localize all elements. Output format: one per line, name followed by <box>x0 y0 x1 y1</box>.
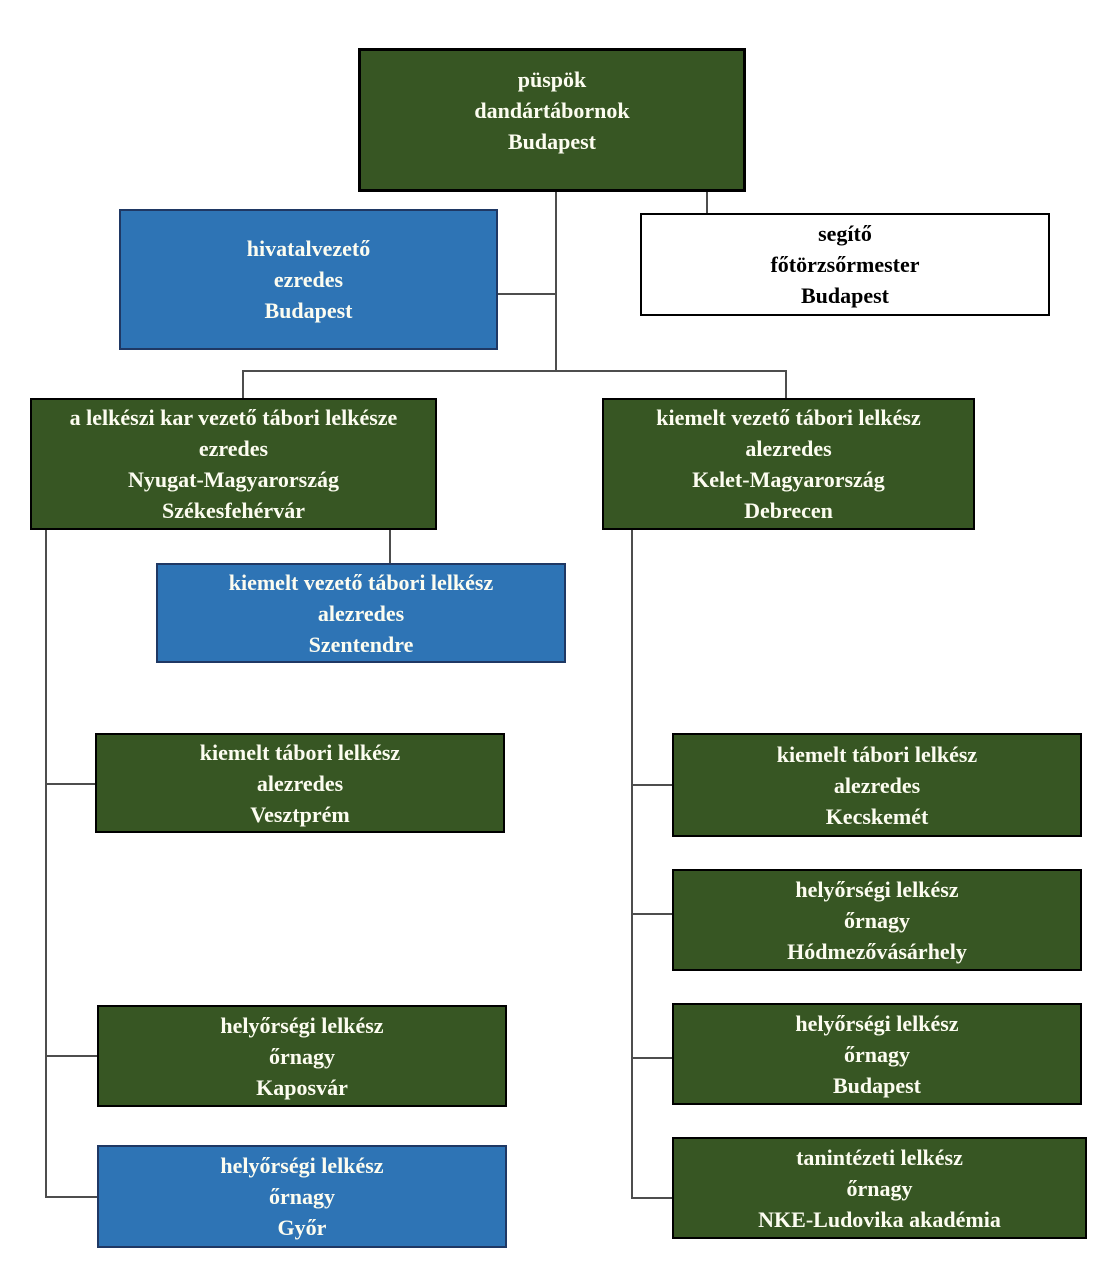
node-location: Győr <box>277 1215 327 1240</box>
connector-left-spine-vertical <box>45 530 47 1198</box>
node-location: Budapest <box>800 283 890 308</box>
node-title: helyőrségi lelkész <box>220 1153 384 1178</box>
connector-szentendre-vertical <box>389 530 391 563</box>
org-node-kelet-magyarorszag: kiemelt vezető tábori lelkész alezredes … <box>602 398 975 530</box>
node-location: Budapest <box>264 298 353 323</box>
node-rank: ezredes <box>273 267 344 292</box>
connector-left-branch-drop <box>242 370 244 398</box>
node-rank: őrnagy <box>269 1043 335 1069</box>
node-title: kiemelt tábori lelkész <box>776 741 978 767</box>
node-title: hivatalvezető <box>246 236 371 261</box>
node-title: tanintézeti lelkész <box>796 1144 963 1170</box>
connector-hivatalvezeto-horizontal <box>498 293 556 295</box>
node-title: helyőrségi lelkész <box>795 876 959 902</box>
connector-top-center-vertical <box>555 192 557 372</box>
node-title: a lelkészi kar vezető tábori lelkésze <box>69 405 398 430</box>
node-rank: alezredes <box>745 436 832 461</box>
node-location: Debrecen <box>744 498 833 523</box>
org-node-hivatalvezeto: hivatalvezető ezredes Budapest <box>119 209 498 350</box>
org-node-lelkeszi-kar: a lelkészi kar vezető tábori lelkésze ez… <box>30 398 437 530</box>
org-node-kaposvar: helyőrségi lelkész őrnagy Kaposvár <box>97 1005 507 1107</box>
node-rank: őrnagy <box>844 1041 910 1067</box>
connector-nke-horizontal <box>631 1197 672 1199</box>
node-rank: ezredes <box>198 436 269 461</box>
connector-budapest-horizontal <box>631 1057 672 1059</box>
node-title: segítő <box>818 221 872 246</box>
org-node-vesztprem: kiemelt tábori lelkész alezredes Vesztpr… <box>95 733 505 833</box>
connector-kecskemet-horizontal <box>631 784 672 786</box>
node-title: kiemelt vezető tábori lelkész <box>228 569 494 595</box>
org-node-gyor: helyőrségi lelkész őrnagy Győr <box>97 1145 507 1248</box>
node-location: Budapest <box>832 1072 922 1098</box>
connector-gyor-horizontal <box>45 1196 97 1198</box>
node-location: Kecskemét <box>825 803 929 829</box>
connector-right-branch-drop <box>785 370 787 398</box>
node-location: Szentendre <box>308 631 414 657</box>
connector-vesztprem-horizontal <box>45 783 95 785</box>
node-rank: főtörzsőrmester <box>770 252 920 277</box>
node-rank: őrnagy <box>844 907 910 933</box>
node-location: Hódmezővásárhely <box>787 938 967 964</box>
node-rank: alezredes <box>833 772 921 798</box>
node-title: kiemelt tábori lelkész <box>199 739 401 765</box>
node-title: kiemelt vezető tábori lelkész <box>656 405 921 430</box>
org-node-puspok: püspök dandártábornok Budapest <box>358 48 746 192</box>
node-location: Vesztprém <box>250 801 350 827</box>
node-rank: őrnagy <box>846 1175 913 1201</box>
org-node-szentendre: kiemelt vezető tábori lelkész alezredes … <box>156 563 566 663</box>
node-region: Kelet-Magyarország <box>692 467 885 492</box>
org-node-nke-ludovika: tanintézeti lelkész őrnagy NKE-Ludovika … <box>672 1137 1087 1239</box>
org-node-budapest-helyorsegi: helyőrségi lelkész őrnagy Budapest <box>672 1003 1082 1105</box>
connector-right-spine-vertical <box>631 530 633 1198</box>
node-rank: alezredes <box>317 600 405 626</box>
node-location: Budapest <box>507 129 597 154</box>
node-location: Kaposvár <box>256 1074 348 1100</box>
org-node-segito: segítő főtörzsőrmester Budapest <box>640 213 1050 316</box>
node-title: püspök <box>517 67 587 92</box>
connector-kaposvar-horizontal <box>45 1055 97 1057</box>
node-rank: alezredes <box>256 770 344 796</box>
node-region: Nyugat-Magyarország <box>128 467 339 492</box>
org-node-kecskemet: kiemelt tábori lelkész alezredes Kecskem… <box>672 733 1082 837</box>
node-location: Székesfehérvár <box>162 498 305 523</box>
connector-segito-vertical <box>706 192 708 215</box>
node-rank: dandártábornok <box>474 98 630 123</box>
node-rank: őrnagy <box>269 1184 335 1209</box>
node-title: helyőrségi lelkész <box>220 1012 384 1038</box>
node-location: NKE-Ludovika akadémia <box>758 1206 1001 1232</box>
org-node-hodmezovasarhely: helyőrségi lelkész őrnagy Hódmezővásárhe… <box>672 869 1082 971</box>
connector-branch-split-horizontal <box>242 370 787 372</box>
node-title: helyőrségi lelkész <box>795 1010 959 1036</box>
connector-hodmezovasarhely-horizontal <box>631 913 672 915</box>
